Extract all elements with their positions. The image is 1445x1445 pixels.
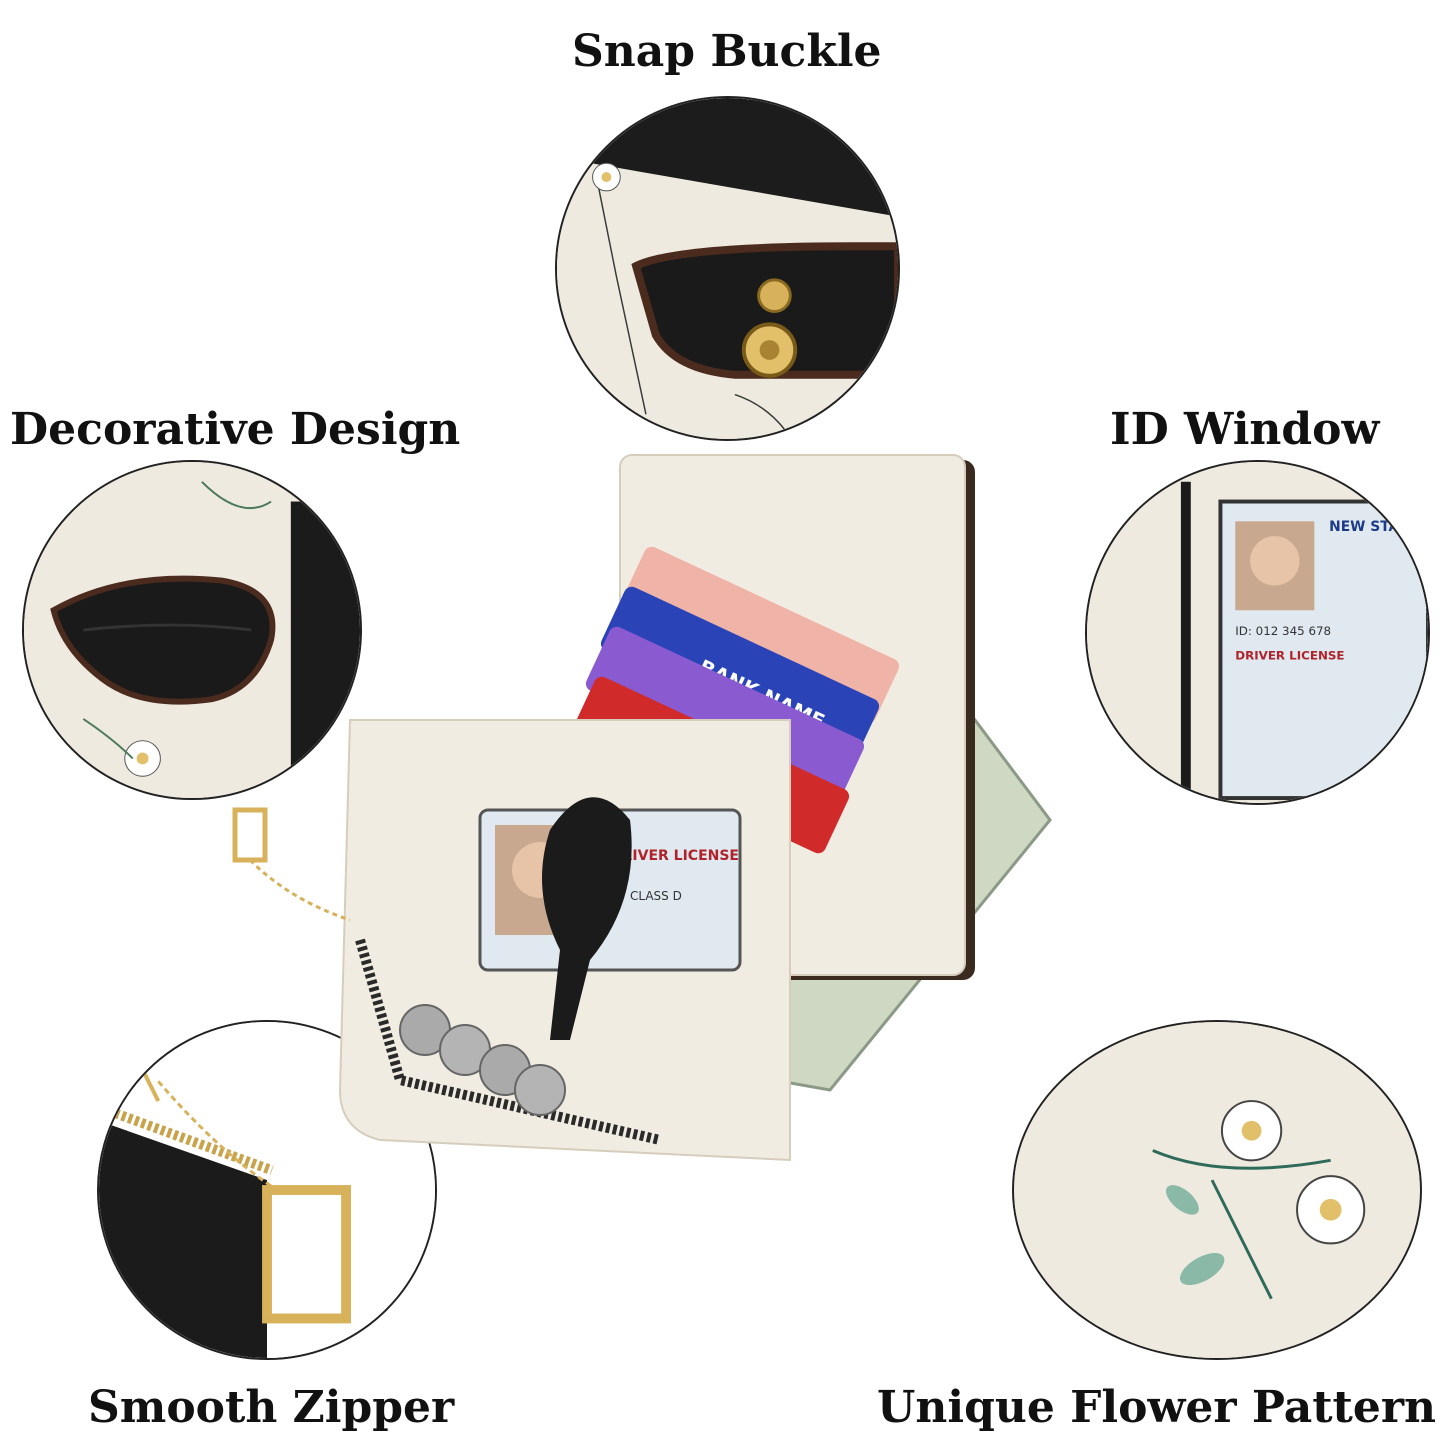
- zipper-track: [355, 938, 662, 1145]
- zipper-pull-icon: [262, 1185, 351, 1324]
- id-new-state-text: NEW STATE: [1329, 519, 1417, 535]
- wallet-main-photo: BANK NAME DRIVER LICENSE CLASS D: [230, 440, 1130, 1180]
- credit-card-purple: [585, 626, 865, 804]
- snap-buckle-closeup: [555, 96, 900, 441]
- wallet-illustration: BANK NAME DRIVER LICENSE CLASS D: [232, 454, 1052, 1162]
- leaf-tab-icon: [50, 575, 276, 705]
- label-smooth-zipper: Smooth Zipper: [88, 1382, 455, 1433]
- id-number-text: ID: 012 345 678: [1235, 624, 1331, 638]
- snap-buckle-illustration: [557, 98, 898, 439]
- flower-icon: [1220, 1100, 1283, 1162]
- decorative-design-closeup: [22, 460, 362, 800]
- id-window-closeup: NEW STATE ID: 012 345 678 DRIVER LICENSE: [1085, 460, 1430, 805]
- zipper-pull-icon: [232, 807, 268, 863]
- flower-pattern-closeup: [1012, 1020, 1422, 1360]
- label-id-window: ID Window: [1110, 404, 1380, 455]
- id-window-illustration: NEW STATE ID: 012 345 678 DRIVER LICENSE: [1087, 462, 1428, 803]
- id-driver-license-label: DRIVER LICENSE: [610, 848, 739, 864]
- flower-icon: [592, 162, 621, 192]
- label-decorative-design: Decorative Design: [10, 404, 461, 455]
- leaf-tab-icon: [542, 797, 632, 1040]
- coin-icon: [514, 1064, 566, 1116]
- flower-icon: [1296, 1175, 1366, 1245]
- flower-pattern-illustration: [1014, 1022, 1420, 1358]
- decorative-design-illustration: [24, 462, 360, 798]
- label-unique-flower-pattern: Unique Flower Pattern: [877, 1382, 1437, 1433]
- id-driver-license-text: DRIVER LICENSE: [1235, 649, 1344, 663]
- snap-button-icon: [757, 278, 792, 313]
- id-class-d-label: CLASS D: [630, 889, 682, 903]
- flower-icon: [124, 740, 161, 777]
- label-snap-buckle: Snap Buckle: [572, 26, 882, 77]
